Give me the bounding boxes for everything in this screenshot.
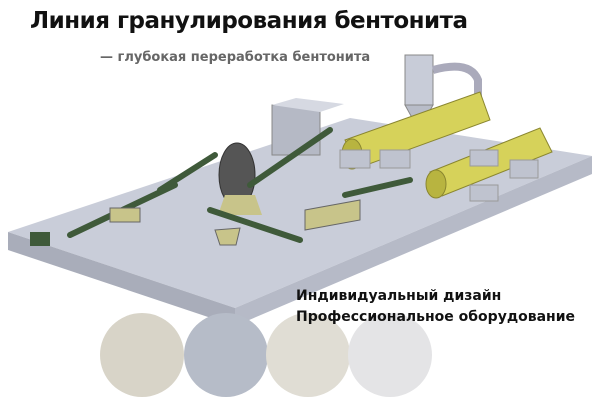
feature-professional-equipment: Профессиональное оборудование xyxy=(296,309,576,325)
tower-box xyxy=(271,98,344,156)
subtitle: — глубокая переработка бентонита xyxy=(100,50,371,65)
page-title: Линия гранулирования бентонита xyxy=(30,8,468,34)
screening-machine xyxy=(304,199,361,231)
pellet-sample-3 xyxy=(266,313,350,397)
pellet-sample-1 xyxy=(100,313,184,397)
hopper-and-packing xyxy=(30,207,241,246)
support-blocks xyxy=(339,149,539,202)
pellet-sample-2 xyxy=(184,313,268,397)
pellet-samples xyxy=(100,313,432,397)
pellet-sample-4 xyxy=(348,313,432,397)
feature-custom-design: Индивидуальный дизайн xyxy=(296,288,502,304)
pan-granulator xyxy=(218,142,262,215)
cyclone-dust-collector xyxy=(404,54,482,126)
